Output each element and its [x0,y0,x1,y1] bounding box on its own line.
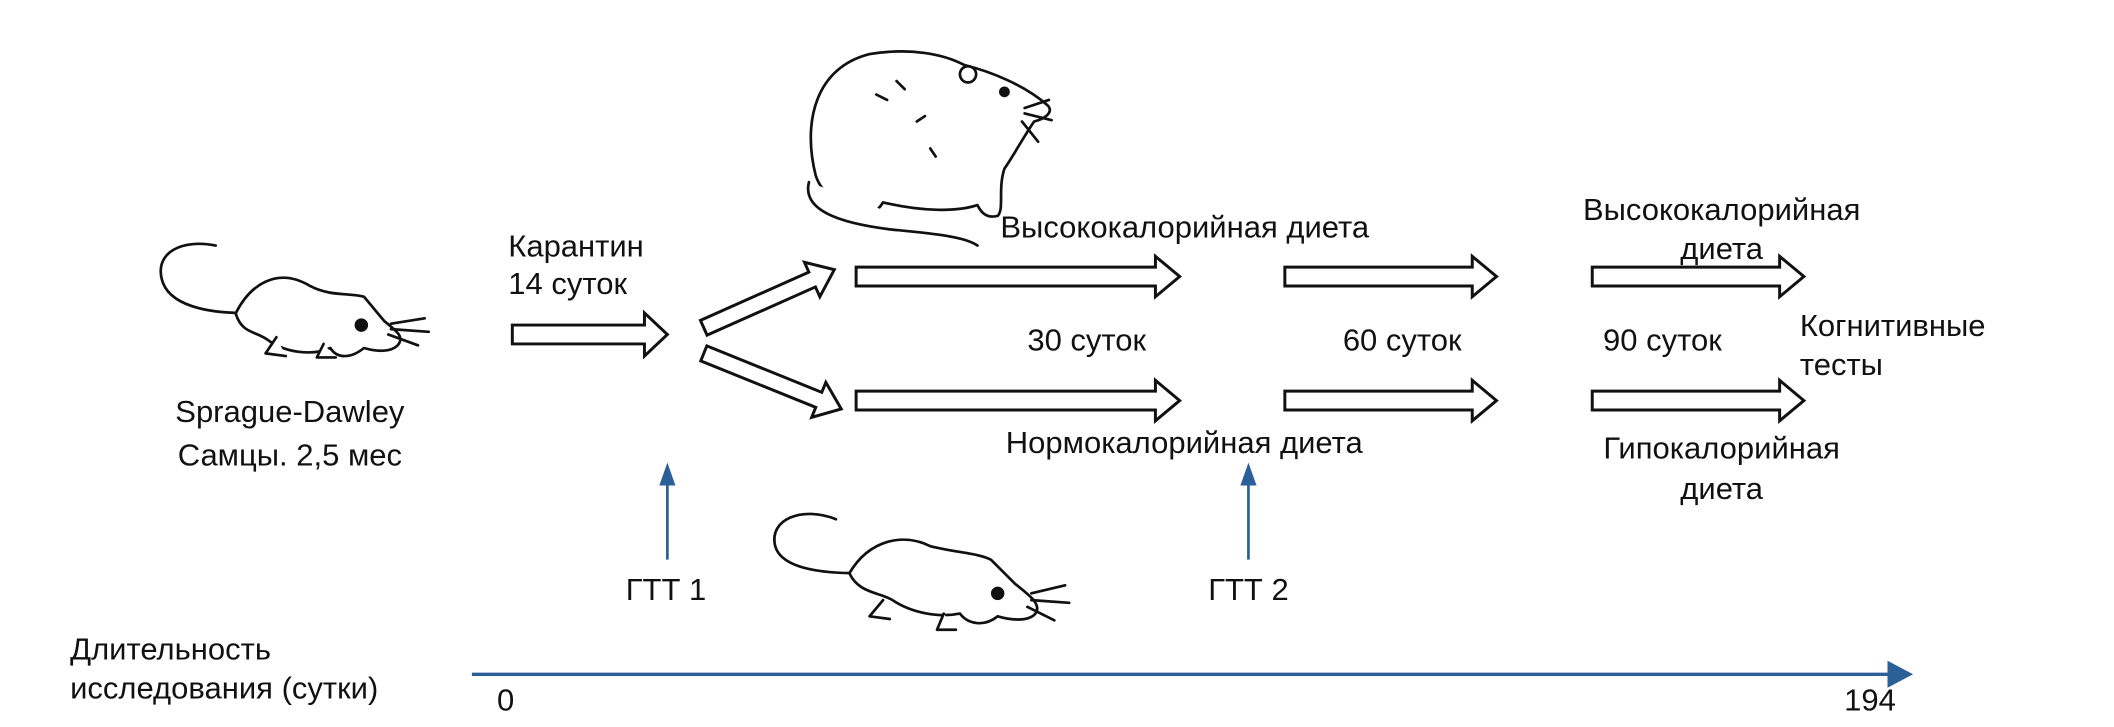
split-arrow-up [698,260,837,338]
high-diet-arrow-2 [1283,253,1499,300]
hypo-diet-phase3-line1: Гипокалорийная [1603,431,1840,466]
quarantine-arrow [510,309,670,360]
high-diet-phase3-line2: диета [1680,231,1763,266]
normal-diet-arrow-1 [854,377,1183,424]
high-diet-phase3-line1: Высококалорийная [1583,192,1860,227]
timeline-end: 194 [1844,683,1896,718]
rat-illustration-bottom [773,512,1071,632]
gtt1-label: ГТТ 1 [626,572,707,607]
quarantine-label: Карантин [508,228,644,263]
normal-diet-phase1-label: Нормокалорийная диета [1006,425,1364,460]
duration-90: 90 суток [1603,323,1722,358]
rat-illustration-left [159,242,431,359]
gtt2-label: ГТТ 2 [1208,572,1289,607]
split-arrow-down [698,343,844,420]
duration-60: 60 суток [1343,323,1462,358]
gtt2-marker-arrow [1240,462,1257,560]
timeline-start: 0 [497,683,514,718]
timeline-axis-arrow [471,660,1914,688]
subjects-strain: Sprague-Dawley [175,394,405,429]
high-diet-arrow-3 [1590,253,1807,300]
high-diet-phase1-label: Высококалорийная диета [1000,209,1369,244]
hypo-diet-arrow-3 [1590,377,1807,424]
rat-illustration-top [806,50,1053,247]
timeline-label-line2: исследования (сутки) [70,671,378,706]
normal-diet-arrow-2 [1283,377,1499,424]
hypo-diet-phase3-line2: диета [1680,471,1763,506]
subjects-group: Самцы. 2,5 мес [178,437,402,472]
quarantine-duration: 14 суток [508,266,627,301]
cognitive-tests-line1: Когнитивные [1800,308,1986,343]
duration-30: 30 суток [1027,323,1146,358]
cognitive-tests-line2: тесты [1800,347,1883,382]
high-diet-arrow-1 [854,253,1183,300]
gtt1-marker-arrow [659,462,676,560]
timeline-label-line1: Длительность [70,631,271,666]
